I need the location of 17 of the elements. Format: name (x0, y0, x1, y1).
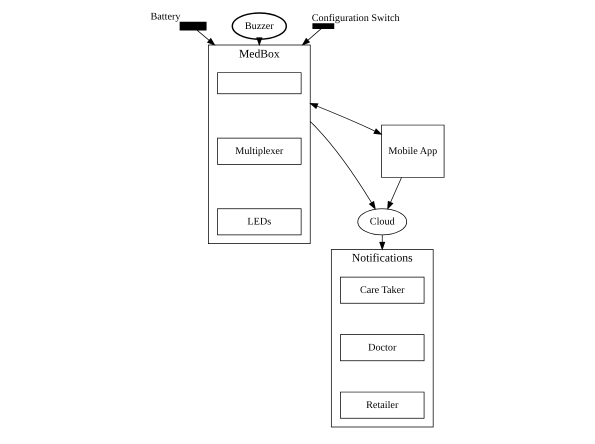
arrow (309, 103, 382, 135)
arrow (387, 177, 402, 210)
arrow (310, 121, 376, 210)
node-box: Mobile App (381, 124, 444, 178)
node-box: Care Taker (340, 276, 424, 304)
arrow (302, 28, 322, 46)
node-battery (180, 22, 207, 30)
node-ellipse: Cloud (357, 208, 408, 236)
node-label: Battery (150, 11, 180, 22)
node-box (217, 72, 302, 94)
arrow (196, 30, 216, 46)
node-switch (312, 23, 334, 30)
node-label: Configuration Switch (312, 12, 400, 24)
node-box: Multiplexer (217, 138, 302, 165)
node-box: LEDs (217, 208, 302, 236)
node-box: Retailer (340, 392, 424, 419)
node-box: Doctor (340, 334, 424, 362)
